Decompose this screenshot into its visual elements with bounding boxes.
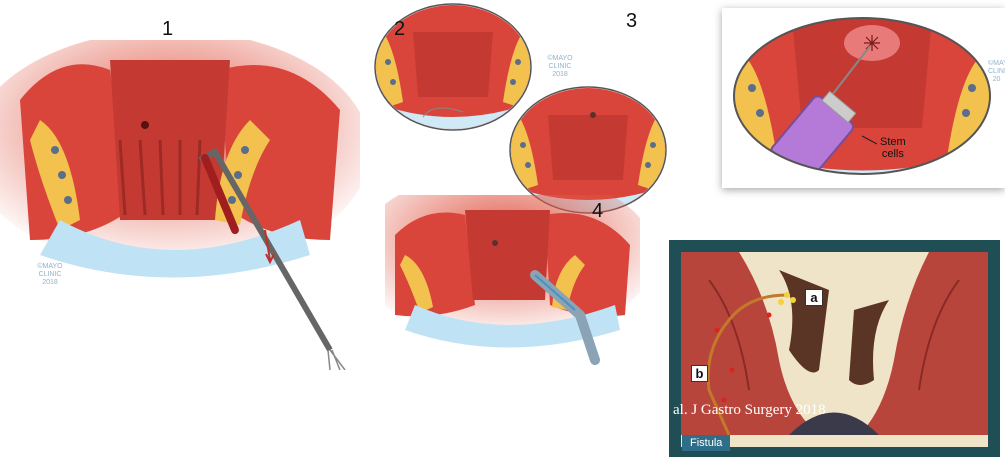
fistula-panel: a b al. J Gastro Surgery 2018 Fistula bbox=[669, 240, 1000, 457]
panel-1-illustration bbox=[0, 40, 360, 370]
label-b: b bbox=[691, 365, 708, 382]
fistula-tab: Fistula bbox=[682, 435, 730, 451]
panel-2-number: 2 bbox=[394, 18, 405, 41]
panel-3-card bbox=[722, 8, 1005, 188]
panel-1-number: 1 bbox=[162, 18, 173, 41]
panel-4-number: 4 bbox=[592, 200, 603, 223]
citation-caption: al. J Gastro Surgery 2018 bbox=[673, 402, 826, 419]
panel-3-number: 3 bbox=[626, 10, 637, 33]
label-a: a bbox=[805, 289, 823, 306]
